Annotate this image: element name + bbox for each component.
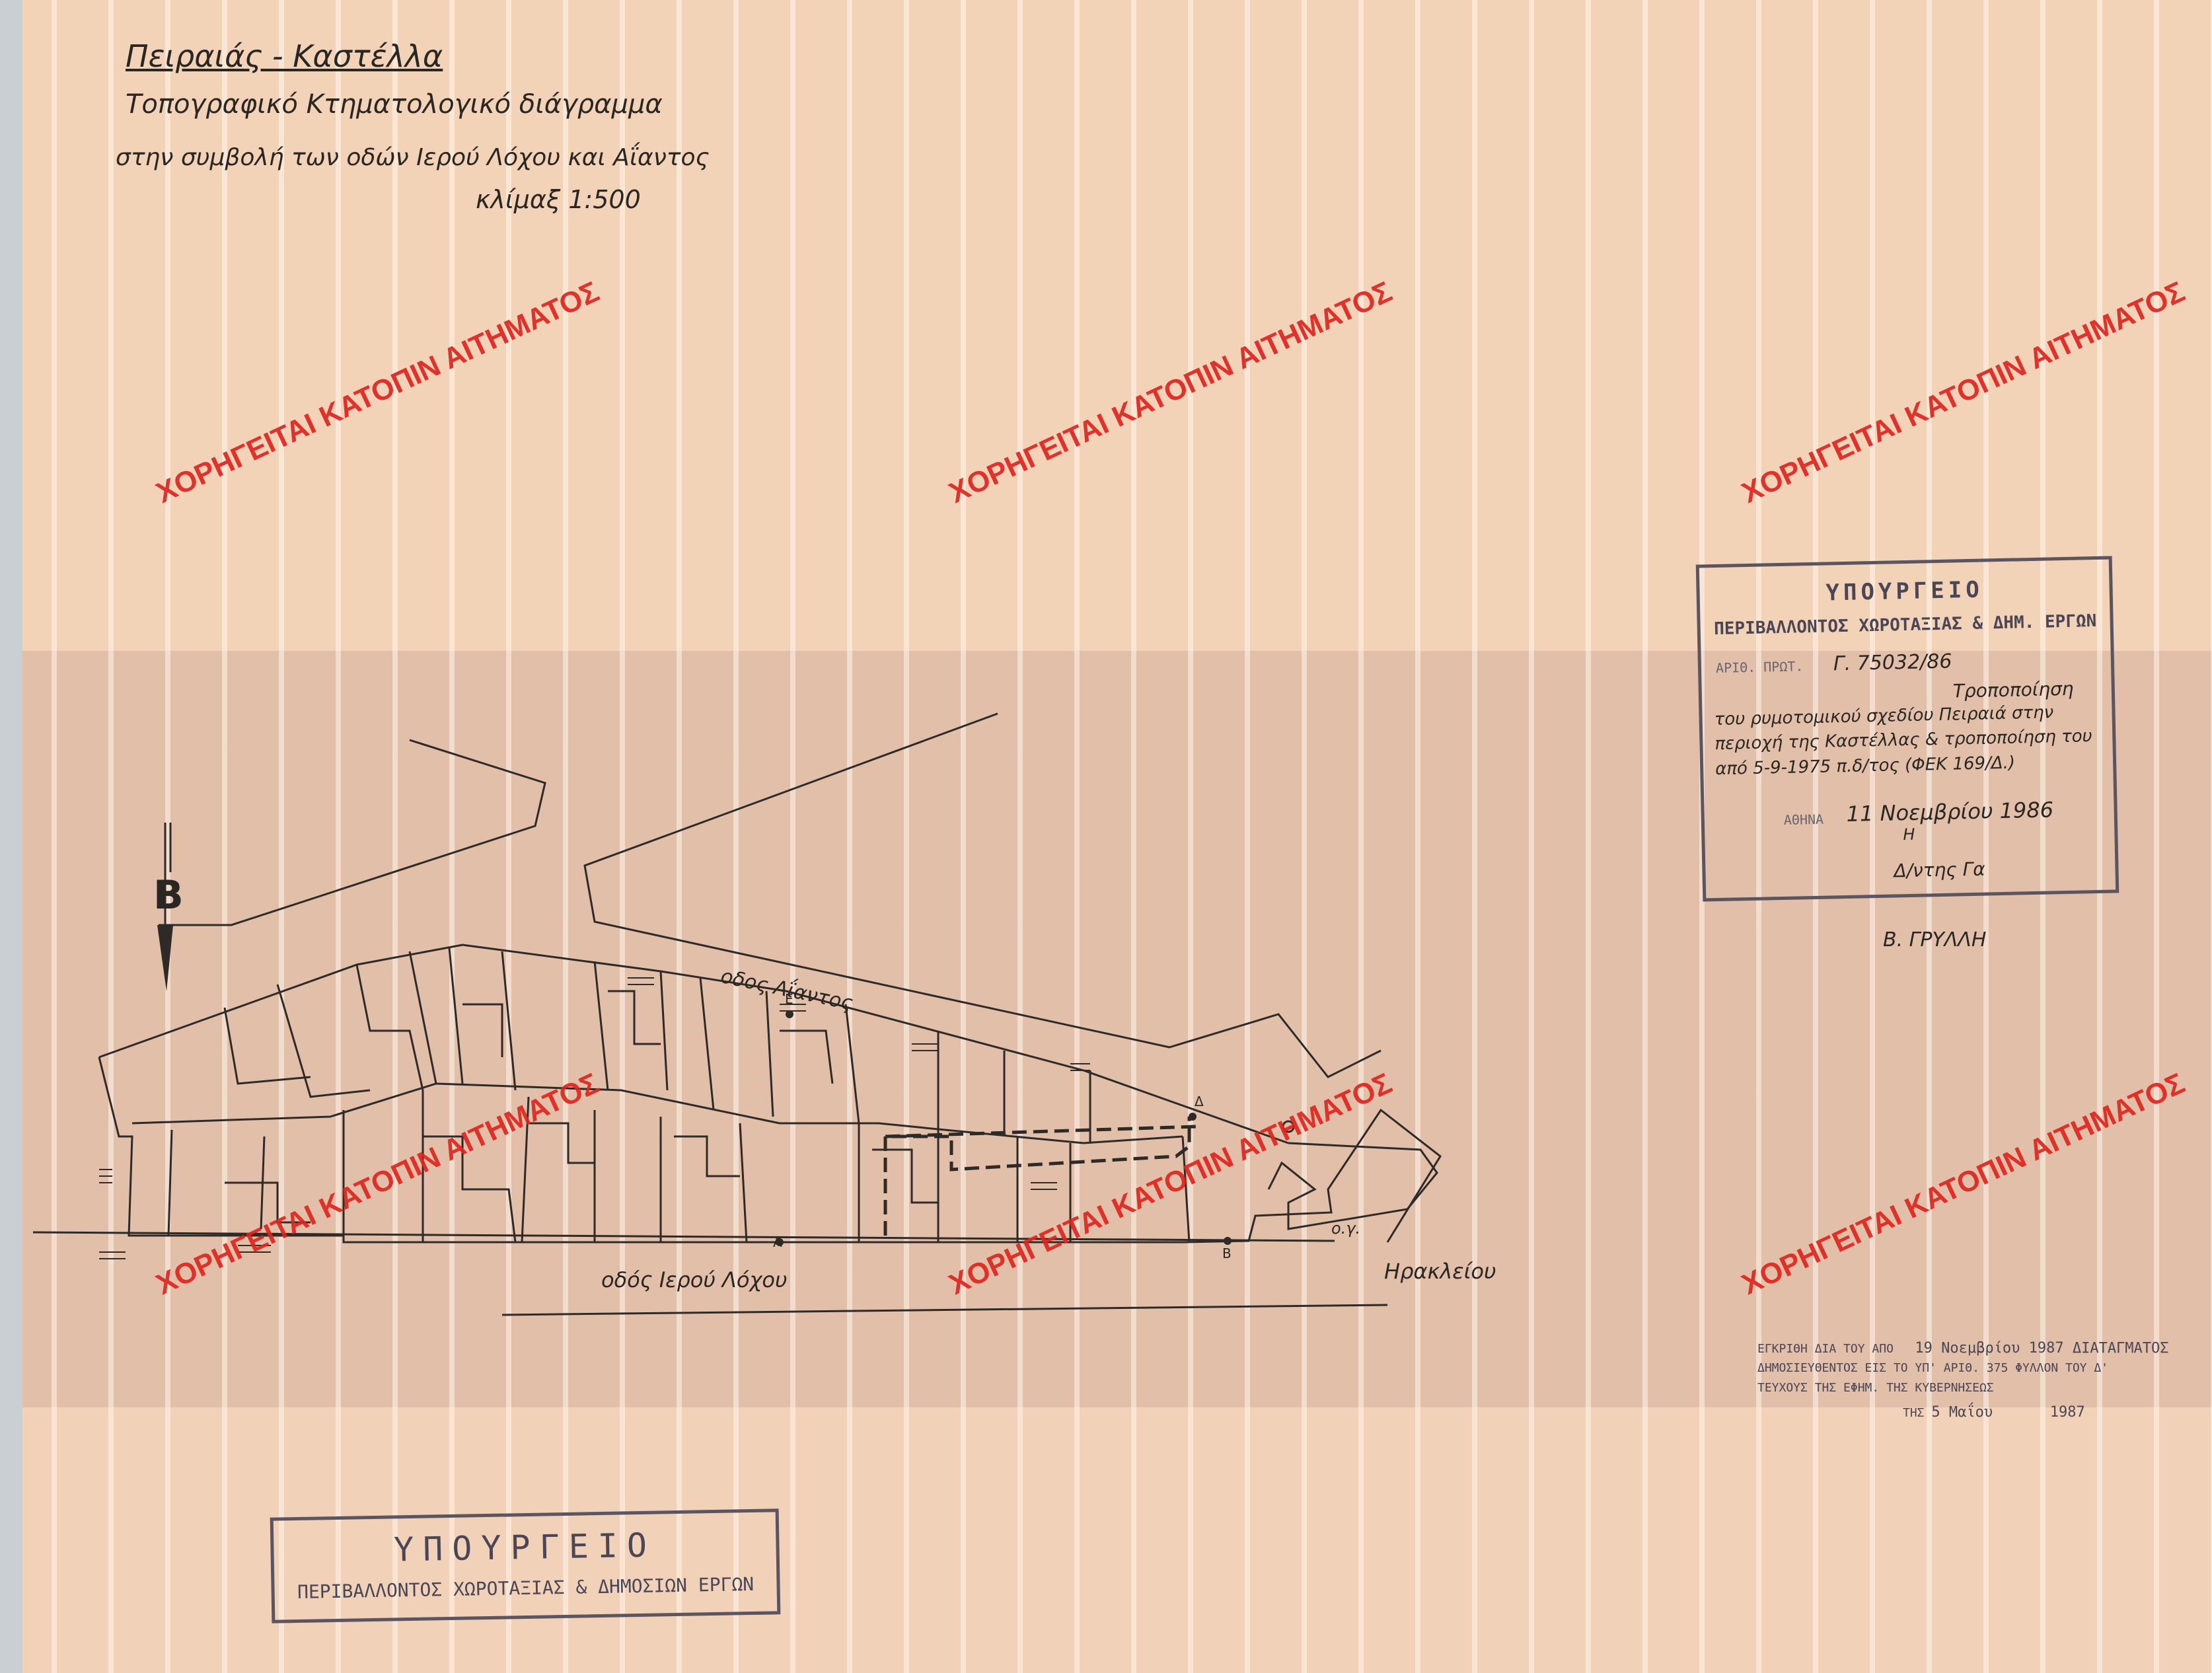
parcel-line [659, 971, 669, 1091]
point-label-a: Α [773, 1234, 782, 1250]
stamp-bottom-department: ΠΕΡΙΒΑΛΛΟΝΤΟΣ ΧΩΡΟΤΑΞΙΑΣ & ΔΗΜΟΣΙΩΝ ΕΡΓΩ… [297, 1573, 755, 1604]
publication-line-4: ΤΗΣ 5 Μαΐου 1987 [1903, 1404, 2085, 1421]
block-top-outline [98, 944, 1289, 1144]
label-og: ο.γ. [1331, 1219, 1361, 1238]
title-junction: στην συμβολή των οδών Ιερού Λόχου και Αΐ… [116, 144, 710, 171]
parcel-line [1181, 1136, 1191, 1243]
point-label-d: Δ [1195, 1094, 1204, 1109]
stamp-subject-4: από 5-9-1975 π.δ/τος (ΦΕΚ 169/Δ.) [1714, 753, 2016, 780]
point-label-b: Β [1222, 1245, 1232, 1261]
block-outline [98, 1057, 1442, 1244]
parcel-line [223, 1007, 311, 1085]
building-outline [225, 1181, 311, 1224]
stamp-date: 11 Νοεμβρίου 1986 [1846, 797, 2054, 827]
publication-line-2: ΔΗΜΟΣΙΕΥΘΕΝΤΟΣ ΕΙΣ ΤΟ ΥΠ' ΑΡΙΘ. 375 ΦΥΛΛ… [1757, 1361, 2109, 1375]
parcel-line [844, 1004, 860, 1124]
stamp-subject-3: περιοχή της Καστέλλας & τροποποίηση του [1714, 726, 2092, 755]
parcel-line [448, 948, 464, 1084]
publication-line-3: ΤΕΥΧΟΥΣ ΤΗΣ ΕΦΗΜ. ΤΗΣ ΚΥΒΕΡΝΗΣΕΩΣ [1757, 1381, 1994, 1395]
building-outline [780, 1029, 834, 1084]
street-boundary-upper [159, 739, 546, 926]
street-label-ierou-lochou: οδός Ιερού Λόχου [601, 1267, 788, 1292]
building-outline [674, 1135, 740, 1177]
parcel-line [408, 951, 437, 1084]
stamp-ref: Γ. 75032/86 [1833, 650, 1952, 676]
scan-edge [0, 0, 22, 1673]
stamp-h: Η [1903, 825, 1915, 844]
street-edge-lower [32, 1231, 1335, 1242]
publication-line-1: ΕΓΚΡΙΘΗ ΔΙΑ ΤΟΥ ΑΠΟ 19 Νοεμβρίου 1987 ΔΙ… [1757, 1340, 2169, 1357]
signatory: Β. ΓΡΥΛΛΗ [1883, 928, 1987, 951]
point-label-e: Ε [785, 991, 793, 1007]
title-scale: κλίμαξ 1:500 [476, 185, 641, 214]
parcel-line [167, 1129, 173, 1236]
parcel-line [501, 951, 517, 1091]
building-outline [529, 1122, 595, 1164]
parcel-line [355, 964, 424, 1091]
street-label-irakleiou: Ηρακλείου [1384, 1259, 1496, 1284]
north-label: Β [153, 872, 184, 918]
street-boundary-upper-right [583, 712, 1382, 1078]
stamp-subject-2: του ρυμοτομικού σχεδίου Πειραιά στην [1714, 702, 2054, 730]
stamp-department: ΠΕΡΙΒΑΛΛΟΝΤΟΣ ΧΩΡΟΤΑΞΙΑΣ & ΔΗΜ. ΕΡΓΩΝ [1713, 611, 2097, 640]
parcel-line [699, 977, 715, 1111]
lot-og [1267, 1142, 1438, 1230]
title-location: Πειραιάς - Καστέλλα [126, 38, 443, 74]
stamp-place: ΑΘΗΝΑ [1783, 811, 1824, 828]
parcel-line [521, 1096, 530, 1243]
parcel-line [276, 984, 371, 1098]
building-outline [872, 1148, 938, 1204]
title-plan-type: Τοπογραφικό Κτηματολογικό διάγραμμα [126, 89, 663, 120]
parcel-line [739, 1123, 748, 1243]
building-outline [608, 990, 661, 1045]
street-edge-lower-far [501, 1304, 1388, 1316]
building-outline [423, 1135, 517, 1243]
north-arrow-head [157, 925, 173, 991]
stamp-ministry: ΥΠΟΥΡΓΕΙΟ [1825, 576, 1984, 607]
ministry-stamp-bottom: ΥΠΟΥΡΓΕΙΟ ΠΕΡΙΒΑΛΛΟΝΤΟΣ ΧΩΡΟΤΑΞΙΑΣ & ΔΗΜ… [270, 1508, 781, 1623]
stamp-arith-label: ΑΡΙΘ. ΠΡΩΤ. [1715, 658, 1804, 677]
parcel-line [131, 1082, 1183, 1144]
stamp-subject-1: Τροποποίηση [1952, 677, 2074, 702]
parcel-line [593, 961, 609, 1091]
ministry-stamp: ΥΠΟΥΡΓΕΙΟ ΠΕΡΙΒΑΛΛΟΝΤΟΣ ΧΩΡΟΤΑΞΙΑΣ & ΔΗΜ… [1695, 556, 2120, 902]
stamp-role: Δ/ντης Γα [1894, 858, 1986, 882]
modification-line [885, 1125, 1197, 1138]
building-outline [462, 1003, 503, 1057]
stamp-bottom-ministry: ΥΠΟΥΡΓΕΙΟ [393, 1526, 657, 1569]
parcel-line [765, 990, 774, 1117]
